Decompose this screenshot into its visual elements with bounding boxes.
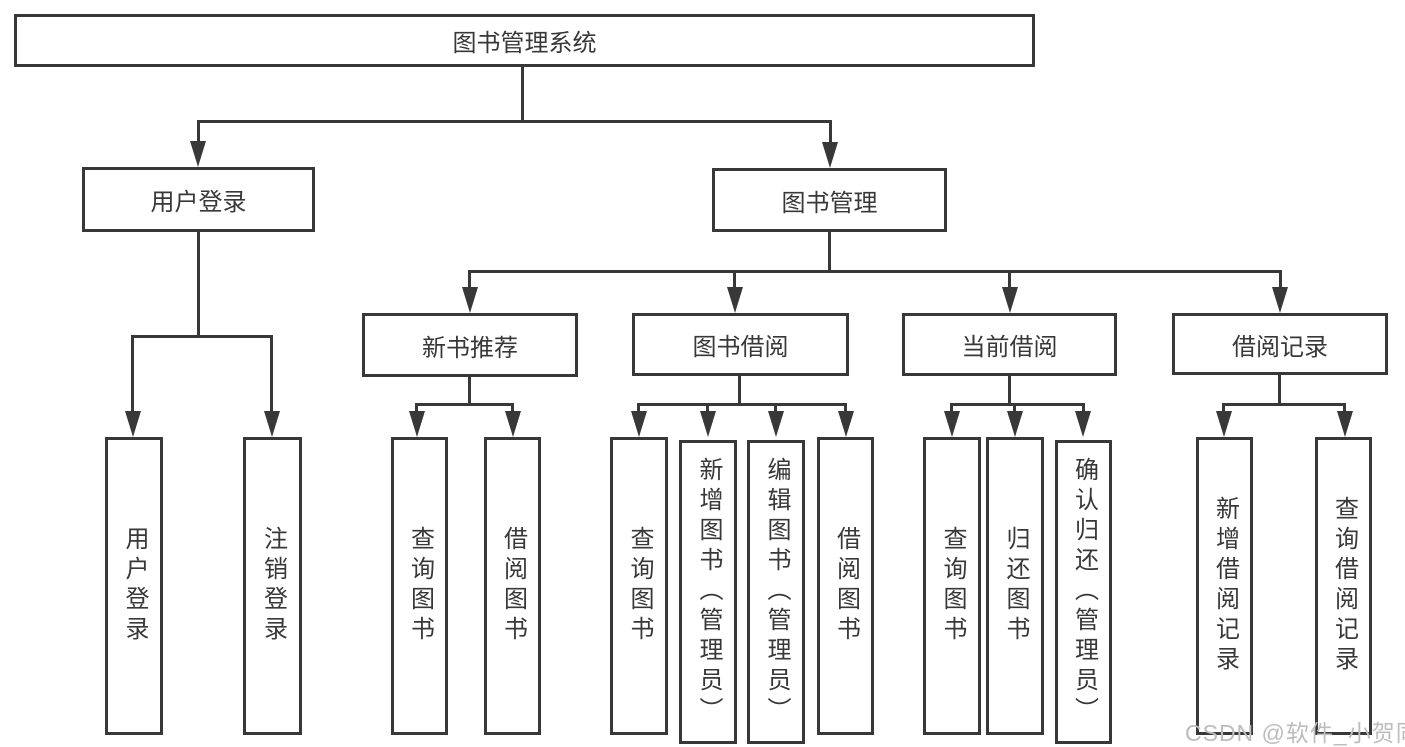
connector-line [828,232,831,270]
connector-line [197,232,200,335]
arrow-down-icon [1002,287,1018,313]
connector-line [1082,403,1085,413]
leaf-cb-query-books: 查询图书 [923,437,981,735]
leaf-cb-confirm-return-admin: 确认归还（管理员） [1055,440,1112,744]
leaf-bb-query-books: 查询图书 [610,437,668,735]
leaf-br-add-record: 新增借阅记录 [1196,437,1253,735]
arrow-down-icon [264,411,280,437]
node-current-borrow: 当前借阅 [902,313,1117,376]
connector-line [197,120,200,141]
arrow-down-icon [505,411,521,437]
connector-line [415,403,514,406]
connector-line [733,270,736,289]
connector-line [415,403,418,413]
connector-line [1008,270,1011,289]
arrow-down-icon [1337,411,1353,437]
arrow-down-icon [838,411,854,437]
leaf-user-login: 用户登录 [105,437,163,735]
connector-line [1278,375,1281,403]
arrow-down-icon [125,411,141,437]
connector-line [774,403,777,413]
connector-line [131,335,134,411]
connector-line [468,270,471,289]
leaf-br-query-record: 查询借阅记录 [1315,437,1372,735]
leaf-cb-return-books: 归还图书 [986,437,1044,735]
arrow-down-icon [190,141,206,167]
connector-line [1013,403,1016,413]
leaf-nb-borrow-books: 借阅图书 [484,437,541,735]
connector-line [1222,403,1225,413]
connector-line [131,335,273,338]
arrow-down-icon [1007,411,1023,437]
arrow-down-icon [822,142,838,168]
connector-line [270,335,273,411]
arrow-down-icon [1075,411,1091,437]
connector-line [197,120,832,123]
connector-line [1222,403,1346,406]
connector-line [468,270,1282,273]
connector-line [950,403,953,413]
node-new-book-recommend: 新书推荐 [362,313,578,377]
arrow-down-icon [631,411,647,437]
arrow-down-icon [462,287,478,313]
leaf-nb-query-books: 查询图书 [391,437,448,735]
arrow-down-icon [1272,287,1288,313]
node-book-management: 图书管理 [712,168,947,232]
leaf-bb-edit-books-admin: 编辑图书（管理员） [747,440,805,744]
leaf-bb-borrow-books: 借阅图书 [817,437,874,735]
connector-line [950,403,1085,406]
arrow-down-icon [409,411,425,437]
arrow-down-icon [727,287,743,313]
csdn-watermark: CSDN @软件_小贺同学 [1185,720,1405,746]
connector-line [1008,376,1011,403]
node-borrow-records: 借阅记录 [1172,313,1388,375]
node-book-borrow: 图书借阅 [632,313,849,376]
connector-line [738,376,741,403]
leaf-logout: 注销登录 [243,437,302,735]
connector-line [637,403,640,413]
arrow-down-icon [700,411,716,437]
arrow-down-icon [768,411,784,437]
leaf-bb-add-books-admin: 新增图书（管理员） [679,440,737,744]
node-user-login: 用户登录 [82,167,315,232]
arrow-down-icon [944,411,960,437]
connector-line [511,403,514,413]
connector-line [1343,403,1346,413]
connector-line [521,67,524,120]
connector-line [706,403,709,413]
connector-line [829,120,832,142]
connector-line [468,377,471,403]
connector-line [637,403,847,406]
connector-line [844,403,847,413]
node-root: 图书管理系统 [14,14,1035,67]
arrow-down-icon [1216,411,1232,437]
connector-line [1279,270,1282,289]
